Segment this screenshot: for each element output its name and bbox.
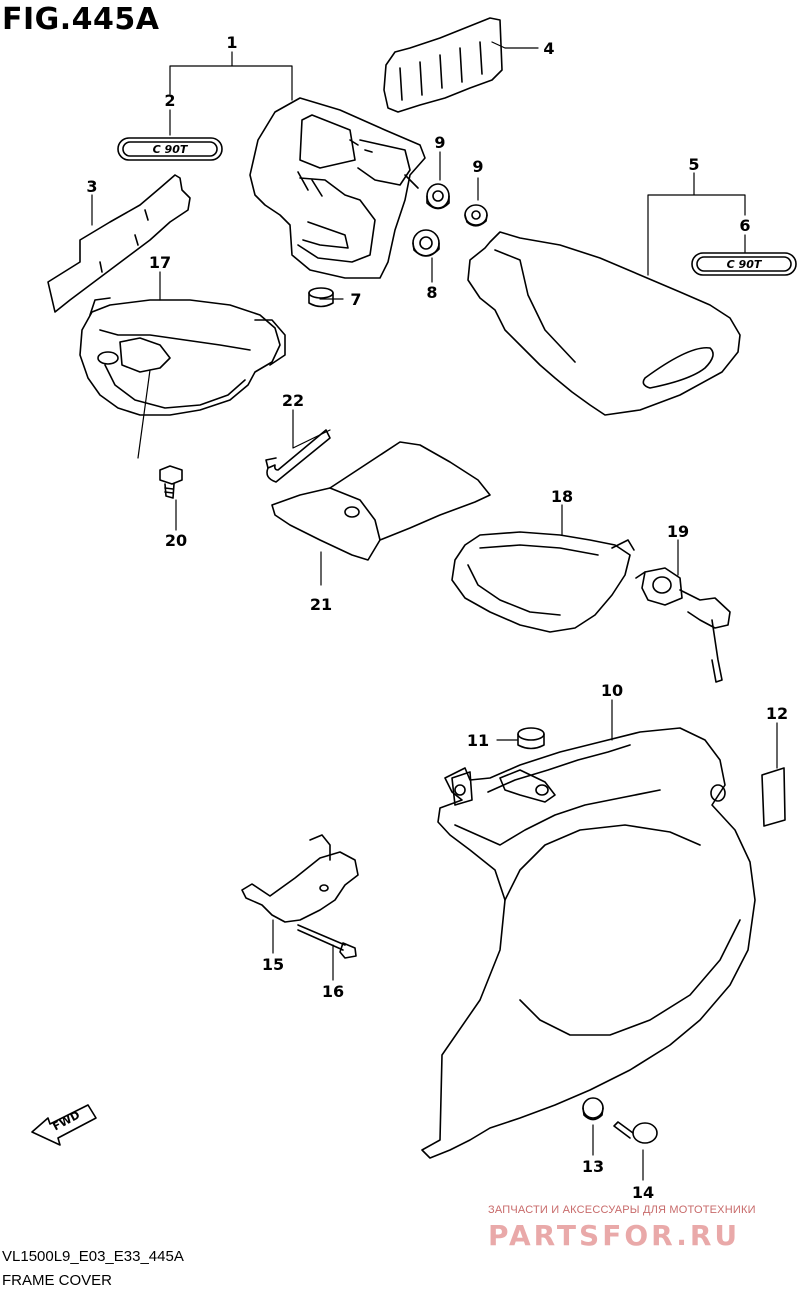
diagram-name: FRAME COVER [2,1272,113,1289]
callout-4: 4 [543,39,554,58]
part-14-fastener [613,1121,658,1144]
callout-5: 5 [688,155,699,174]
callout-15: 15 [262,955,284,974]
callout-21: 21 [310,595,332,614]
part-22-wrench [265,429,331,483]
part-19-lock [635,567,731,683]
emblem-text-part-2: C 90T [153,143,189,156]
callout-19: 19 [667,522,689,541]
part-16-bolt [297,924,357,959]
emblem-text-part-6: C 90T [727,258,763,271]
diagram-code: VL1500L9_E03_E33_445A [2,1248,184,1265]
part-20-screw [159,465,183,499]
callout-9b: 9 [472,157,483,176]
callout-17: 17 [149,253,171,272]
part-21-tool-bag [271,441,491,561]
callout-22: 22 [282,391,304,410]
part-17-housing [79,297,286,416]
part-4-bracket [383,17,503,113]
callout-13: 13 [582,1157,604,1176]
callout-16: 16 [322,982,344,1001]
callout-12: 12 [766,704,788,723]
part-9-grommet-b [464,204,488,227]
part-18-housing [451,531,635,633]
part-10-cover [421,727,756,1159]
part-5-side-cover [467,231,741,416]
callout-9a: 9 [434,133,445,152]
callout-20: 20 [165,531,187,550]
part-7-rubber [308,287,334,308]
watermark-logo: PARTSFOR.RU [488,1219,741,1252]
callout-7: 7 [350,290,361,309]
callout-6: 6 [739,216,750,235]
callout-11: 11 [467,731,489,750]
part-15-bracket [241,834,359,923]
watermark-tagline: ЗАПЧАСТИ И АКСЕССУАРЫ ДЛЯ МОТОТЕХНИКИ [488,1204,756,1216]
part-13-grommet [582,1097,604,1121]
callout-3: 3 [86,177,97,196]
fwd-arrow-icon [31,1104,97,1146]
callout-1: 1 [226,33,237,52]
part-3-bracket [47,174,191,313]
fwd-label: FWD [51,1108,83,1133]
part-8-grommet [412,229,440,257]
part-1-cover [249,97,426,279]
callout-2: 2 [164,91,175,110]
callout-10: 10 [601,681,623,700]
figure-title: FIG.445A [2,2,160,37]
part-11-rubber [517,727,545,750]
callout-14: 14 [632,1183,654,1202]
part-6-emblem [691,252,797,276]
leader-lines [91,41,778,1181]
part-9-grommet-a [426,183,450,210]
part-12-label [761,767,786,827]
part-2-emblem [117,137,223,161]
callout-18: 18 [551,487,573,506]
callout-8: 8 [426,283,437,302]
